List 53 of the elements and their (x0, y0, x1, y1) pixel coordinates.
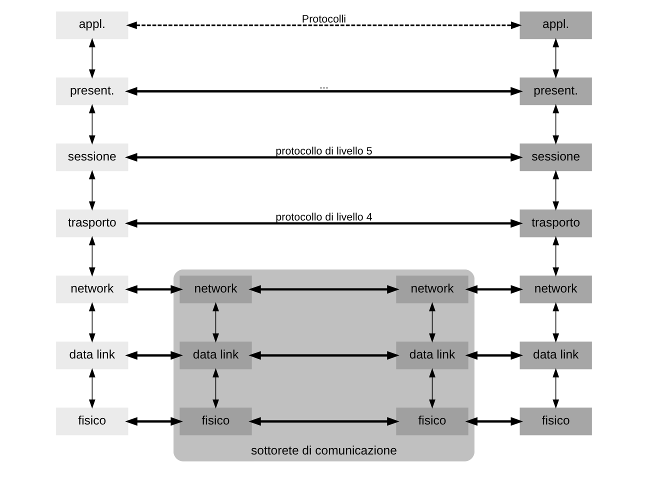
arrow (248, 417, 400, 426)
arrow (125, 285, 183, 294)
node-box: data link (396, 342, 468, 370)
arrow (429, 302, 436, 343)
arrow (212, 302, 219, 343)
node-box: data link (520, 342, 592, 370)
node-box: fisico (180, 408, 252, 436)
arrow (126, 22, 522, 30)
arrow (552, 104, 560, 145)
edge-label: protocollo di livello 5 (276, 145, 372, 158)
arrow (88, 104, 96, 145)
node-box: fisico (56, 408, 128, 436)
arrow (88, 302, 96, 343)
node-box: present. (520, 78, 592, 106)
node-box: network (520, 276, 592, 304)
arrow (88, 368, 96, 409)
arrow (248, 351, 400, 360)
edge-label: protocollo di livello 4 (276, 211, 372, 224)
arrow (124, 219, 523, 228)
arrow (124, 87, 523, 96)
node-box: network (180, 276, 252, 304)
arrow (465, 285, 524, 294)
node-box: network (56, 276, 128, 304)
node-box: sessione (520, 144, 592, 172)
arrow (552, 170, 560, 211)
arrow (88, 236, 96, 277)
arrow (429, 368, 436, 409)
node-box: fisico (396, 408, 468, 436)
node-box: sessione (56, 144, 128, 172)
node-box: appl. (520, 12, 592, 40)
arrow (552, 368, 560, 409)
node-box: appl. (56, 12, 128, 40)
arrow (125, 417, 183, 426)
arrow (125, 351, 183, 360)
arrow (465, 417, 524, 426)
node-box: present. (56, 78, 128, 106)
arrow (88, 38, 96, 79)
edge-label: ... (320, 79, 328, 92)
arrow (212, 368, 219, 409)
node-box: trasporto (56, 210, 128, 238)
node-box: data link (56, 342, 128, 370)
arrow (552, 38, 560, 79)
edge-label: Protocolli (302, 13, 346, 26)
arrow (465, 351, 524, 360)
arrow (248, 285, 400, 294)
node-box: data link (180, 342, 252, 370)
arrow (552, 302, 560, 343)
arrow (88, 170, 96, 211)
node-box: network (396, 276, 468, 304)
arrow (552, 236, 560, 277)
node-box: trasporto (520, 210, 592, 238)
arrow (124, 153, 523, 162)
node-box: fisico (520, 408, 592, 436)
